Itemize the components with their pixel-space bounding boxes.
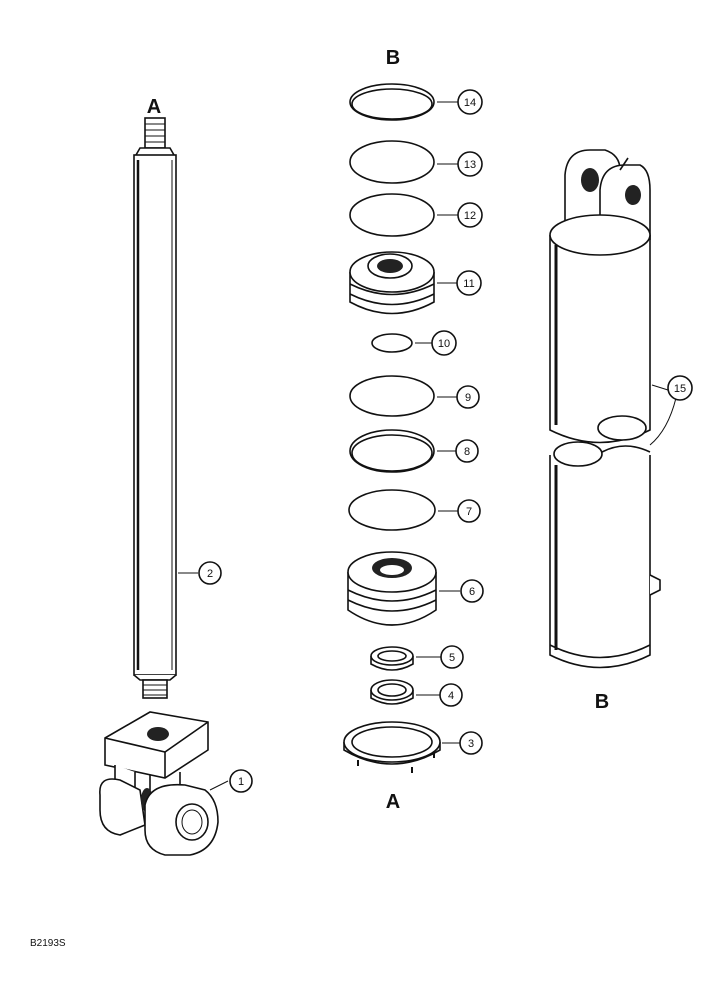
piston-rod [133, 117, 177, 699]
part-5-seal [370, 646, 414, 671]
svg-text:2: 2 [207, 568, 213, 580]
section-label-a-rod: A [147, 96, 161, 118]
part-13-ring [349, 140, 435, 184]
callout-8: 8 [455, 439, 479, 463]
svg-text:9: 9 [465, 392, 471, 404]
part-9-o-ring [349, 375, 435, 417]
part-12-o-ring [349, 193, 435, 237]
part-14-ring [349, 83, 435, 121]
part-3-lock-ring [343, 721, 441, 773]
svg-text:11: 11 [463, 278, 474, 290]
callout-3: 3 [459, 731, 483, 755]
callout-7: 7 [457, 499, 481, 523]
part-7-ring [348, 489, 436, 531]
callout-leaders [178, 101, 677, 791]
svg-text:6: 6 [469, 586, 475, 598]
part-8-ring [349, 429, 435, 473]
section-label-a-stack: A [386, 791, 400, 813]
part-6-piston [347, 551, 437, 626]
rod-eye-clevis [99, 711, 219, 856]
svg-text:4: 4 [448, 690, 454, 702]
callout-11: 11 [456, 270, 482, 296]
part-10-o-ring [371, 333, 413, 353]
callout-12: 12 [457, 202, 483, 228]
svg-text:15: 15 [674, 383, 686, 395]
callout-9: 9 [456, 385, 480, 409]
callout-5: 5 [440, 645, 464, 669]
part-11-gland [349, 251, 435, 315]
part-4-backup-ring [370, 679, 414, 705]
svg-text:10: 10 [438, 338, 450, 350]
callout-14: 14 [457, 89, 483, 115]
callout-13: 13 [457, 151, 483, 177]
section-label-b-stack: B [386, 47, 400, 69]
section-label-b-barrel: B [595, 691, 609, 713]
svg-text:13: 13 [464, 159, 476, 171]
callout-15: 15 [667, 375, 693, 401]
figure-code: B2193S [30, 938, 66, 949]
svg-text:12: 12 [464, 210, 476, 222]
callout-2: 2 [198, 561, 222, 585]
svg-text:1: 1 [238, 776, 244, 788]
cylinder-barrel [549, 149, 661, 669]
callout-4: 4 [439, 683, 463, 707]
svg-text:5: 5 [449, 652, 455, 664]
svg-text:8: 8 [464, 446, 470, 458]
callout-6: 6 [460, 579, 484, 603]
callout-1: 1 [229, 769, 253, 793]
svg-text:3: 3 [468, 738, 474, 750]
svg-text:14: 14 [464, 97, 476, 109]
callout-10: 10 [431, 330, 457, 356]
svg-text:7: 7 [466, 506, 472, 518]
